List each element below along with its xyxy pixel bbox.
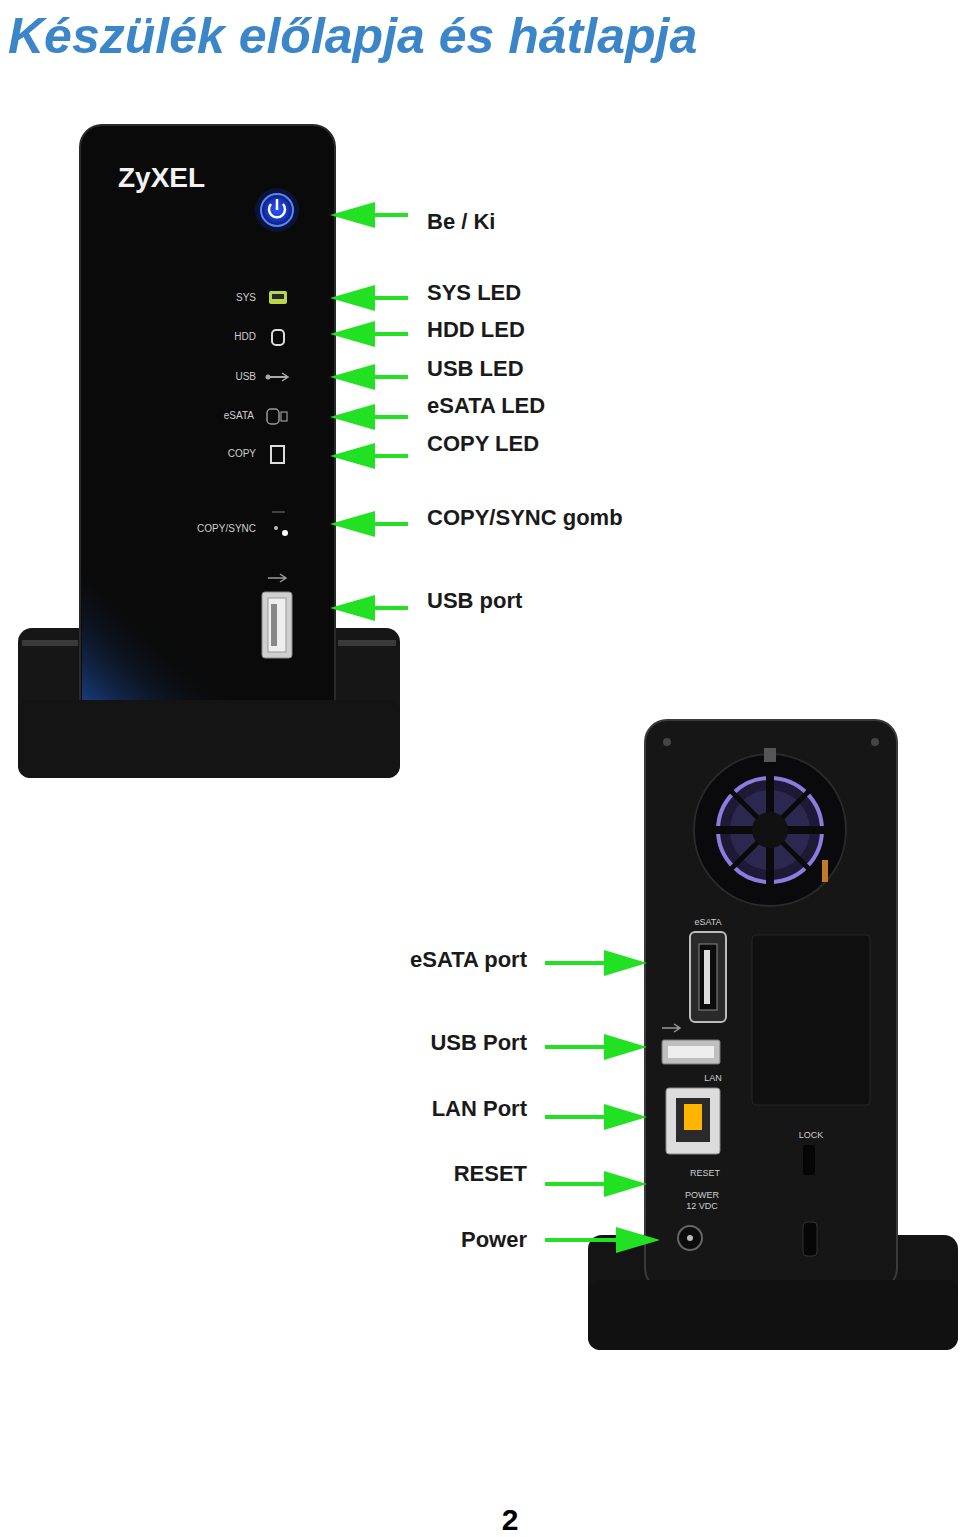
callout-label: Be / Ki [427, 209, 495, 235]
device-marking: eSATA [224, 410, 254, 422]
callout-label: SYS LED [427, 280, 521, 306]
brand-logo: ZyXEL [118, 161, 205, 195]
callout-label: COPY/SYNC gomb [427, 505, 623, 531]
device-marking: LOCK [781, 1130, 841, 1141]
device-marking: COPY [228, 448, 256, 460]
back-device [588, 720, 958, 1350]
callout-label: Power [461, 1227, 527, 1253]
callout-label: RESET [454, 1161, 527, 1187]
callout-label: USB LED [427, 356, 524, 382]
callout-label: eSATA port [410, 947, 527, 973]
callout-label: eSATA LED [427, 393, 545, 419]
device-marking: LAN [683, 1073, 743, 1084]
callout-label: HDD LED [427, 317, 525, 343]
leader-arrows-front [330, 202, 408, 621]
leader-arrows-back [545, 950, 660, 1253]
callout-label: COPY LED [427, 431, 539, 457]
device-marking: SYS [236, 292, 256, 304]
page-number: 2 [480, 1502, 540, 1537]
callout-label: USB port [427, 588, 522, 614]
device-marking: USB [235, 371, 256, 383]
callout-label: LAN Port [432, 1096, 527, 1122]
device-marking: RESET [675, 1168, 735, 1179]
callout-label: USB Port [430, 1030, 527, 1056]
page-title: Készülék előlapja és hátlapja [8, 6, 697, 66]
front-device [18, 125, 400, 778]
device-marking: COPY/SYNC [197, 523, 256, 535]
device-marking: POWER 12 VDC [679, 1190, 725, 1212]
device-marking: eSATA [678, 917, 738, 928]
device-marking: HDD [234, 331, 256, 343]
